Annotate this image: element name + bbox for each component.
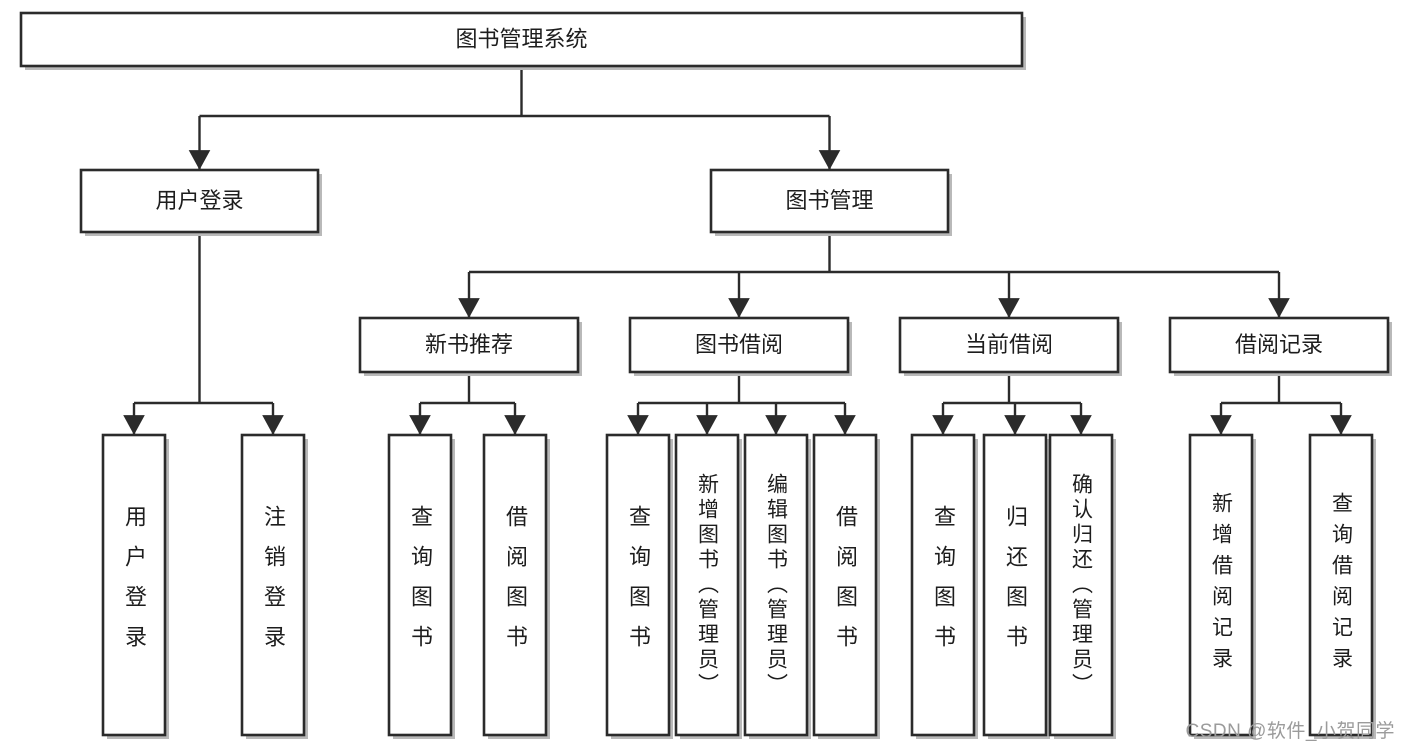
leaf-2-查询图书[interactable] <box>387 433 453 737</box>
leaf-10-确认归还管理员[interactable] <box>1048 433 1114 737</box>
node-图书管理[interactable] <box>709 168 950 234</box>
node-新书推荐[interactable] <box>358 316 580 374</box>
leaf-12-查询借阅记录[interactable] <box>1308 433 1374 737</box>
leaf-8-查询图书[interactable] <box>910 433 976 737</box>
leaf-3-借阅图书[interactable] <box>482 433 548 737</box>
leaf-7-借阅图书[interactable] <box>812 433 878 737</box>
leaf-4-查询图书[interactable] <box>605 433 671 737</box>
node-用户登录-label: 用户登录 <box>155 188 243 213</box>
leaf-11-新增借阅记录[interactable] <box>1188 433 1254 737</box>
node-当前借阅[interactable] <box>898 316 1120 374</box>
node-用户登录[interactable] <box>79 168 320 234</box>
node-图书借阅[interactable] <box>628 316 850 374</box>
node-图书管理-label: 图书管理 <box>785 188 873 213</box>
leaf-9-归还图书[interactable] <box>982 433 1048 737</box>
node-图书借阅-label: 图书借阅 <box>695 332 783 357</box>
leaf-1-注销登录[interactable] <box>240 433 306 737</box>
leaf-0-用户登录[interactable] <box>101 433 167 737</box>
boxes-layer <box>19 11 1390 737</box>
node-借阅记录[interactable] <box>1168 316 1390 374</box>
node-图书管理系统-label: 图书管理系统 <box>455 26 587 51</box>
edges-layer <box>123 66 1352 435</box>
watermark-text: CSDN @软件_小贺同学 <box>1185 721 1395 742</box>
node-借阅记录-label: 借阅记录 <box>1235 332 1323 357</box>
node-新书推荐-label: 新书推荐 <box>425 332 513 357</box>
leaf-5-新增图书管理员[interactable] <box>674 433 740 737</box>
node-图书管理系统[interactable] <box>19 11 1024 68</box>
leaf-6-编辑图书管理员[interactable] <box>743 433 809 737</box>
node-当前借阅-label: 当前借阅 <box>965 332 1053 357</box>
